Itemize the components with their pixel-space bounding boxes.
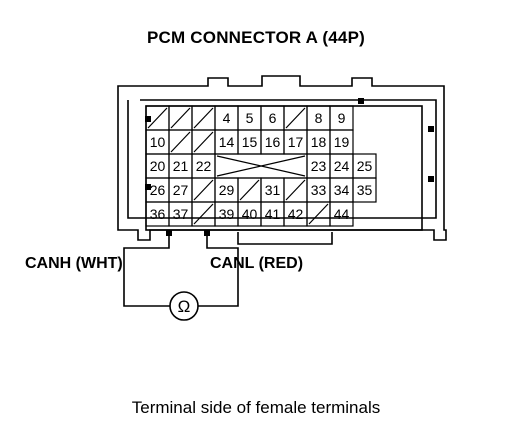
terminal-number: 20 [150,158,166,174]
terminal-number: 41 [265,206,281,222]
terminal-cell [352,177,377,203]
terminal-number: 24 [334,158,350,174]
canl-label: CANL (RED) [210,255,304,272]
probe-tip-canl [204,230,210,236]
terminal-number: 44 [334,206,350,222]
blank-area-diagonal [216,155,306,177]
terminal-number: 29 [219,182,235,198]
caption: Terminal side of female terminals [131,398,381,417]
terminal-number: 18 [311,134,327,150]
unused-terminal-slash [239,179,260,201]
canh-label: CANH (WHT) [25,255,123,272]
terminal-cell [329,201,354,227]
terminal-number: 31 [265,182,281,198]
terminal-number: 15 [242,134,258,150]
ohmmeter-symbol: Ω [178,297,191,316]
terminal-number: 8 [315,110,323,126]
key-right-2 [428,176,434,182]
terminal-number: 35 [357,182,373,198]
key-top [358,98,364,104]
terminal-number: 40 [242,206,258,222]
terminal-number: 27 [173,182,189,198]
terminal-number: 21 [173,158,189,174]
terminal-number: 33 [311,182,327,198]
wire-canh [123,232,170,307]
unused-terminal-slash [193,107,214,129]
unused-terminal-slash [147,107,168,129]
unused-terminal-slash [193,179,214,201]
terminal-number: 22 [196,158,212,174]
terminal-number: 10 [150,134,166,150]
terminal-number: 23 [311,158,327,174]
connector-title: PCM CONNECTOR A (44P) [147,28,365,47]
terminal-number: 9 [338,110,346,126]
unused-terminal-slash [193,203,214,225]
terminal-number: 19 [334,134,350,150]
terminal-number: 37 [173,206,189,222]
key-right-1 [428,126,434,132]
terminal-number: 42 [288,206,304,222]
ohmmeter-circle [169,291,199,321]
connector-inner-outline [127,99,437,219]
terminal-number: 25 [357,158,373,174]
terminal-number: 34 [334,182,350,198]
unused-terminal-slash [285,179,306,201]
terminal-number: 16 [265,134,281,150]
key-left-2 [145,184,151,190]
probe-tip-canh [166,230,172,236]
terminal-number: 26 [150,182,166,198]
unused-terminal-slash [170,131,191,153]
wire-canl [198,232,239,307]
terminal-number: 5 [246,110,254,126]
connector-housing [117,75,447,241]
terminal-number: 14 [219,134,235,150]
unused-terminal-slash [285,107,306,129]
terminal-number: 4 [223,110,231,126]
key-left-1 [145,116,151,122]
terminal-number: 36 [150,206,166,222]
connector-latch [237,232,333,245]
terminal-number: 39 [219,206,235,222]
unused-terminal-slash [193,131,214,153]
terminal-number: 17 [288,134,304,150]
unused-terminal-slash [170,107,191,129]
terminal-number: 6 [269,110,277,126]
unused-terminal-slash [308,203,329,225]
